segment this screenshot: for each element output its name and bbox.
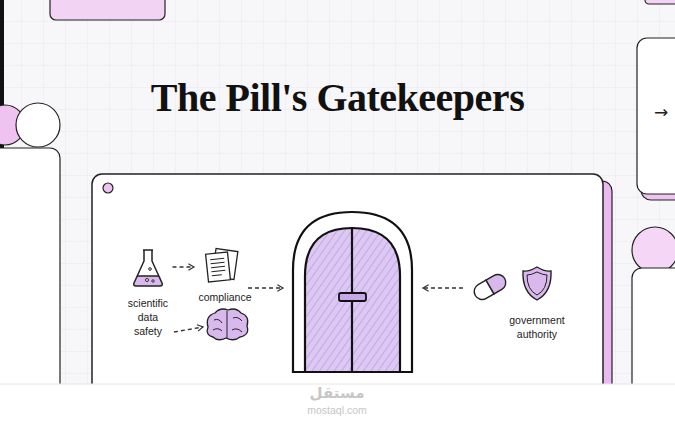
icon-caption: scientific data safety xyxy=(128,296,168,338)
icon-label-group: compliance xyxy=(196,249,254,304)
watermark: mostaql.com xyxy=(307,404,367,416)
dashed-arrow xyxy=(173,266,195,267)
slide-title: The Pill's Gatekeepers xyxy=(0,74,675,122)
icon-label-group: government authority xyxy=(507,265,567,341)
icon-label-group: scientific data safety xyxy=(126,249,171,338)
icon-caption: government authority xyxy=(509,313,564,341)
watermark: مستقل xyxy=(310,384,365,402)
next-arrow: → xyxy=(654,102,668,122)
icon-caption: compliance xyxy=(198,290,251,304)
